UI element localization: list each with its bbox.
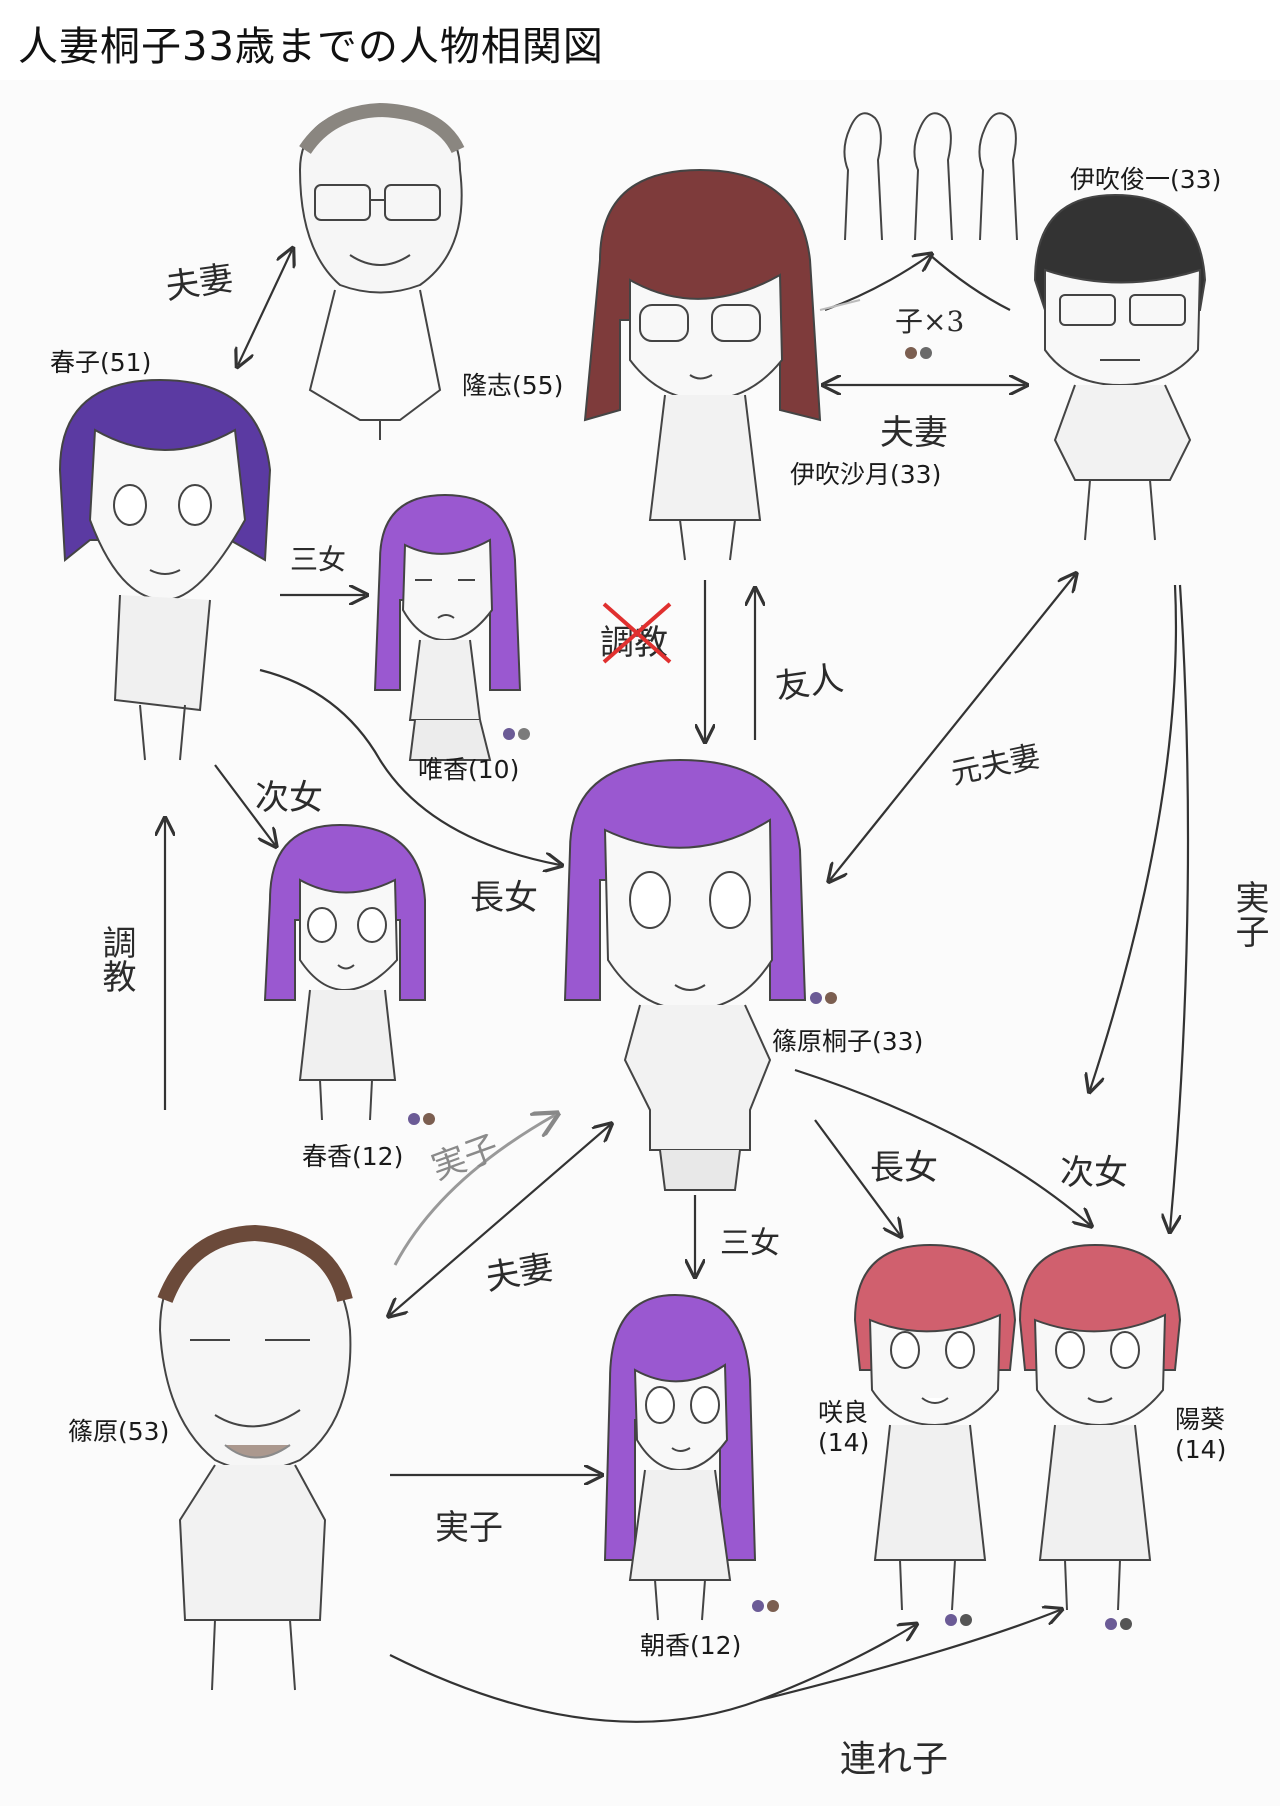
character-yuika [373,493,522,761]
rel-haruka-haruko: 調教 [96,925,136,993]
color-dots-asaka [752,1600,779,1612]
label-haruko: 春子(51) [50,348,152,377]
character-shinohara [157,1224,353,1691]
rel-kiriko-satsuki: 友人 [773,658,846,708]
arrow-shinohara-sakura [389,1625,915,1723]
arrow-shunichi-sakura [1090,584,1178,1090]
character-asaka [603,1293,757,1621]
label-haruka: 春香(12) [302,1142,404,1171]
arrow-shunichi-hinata [1170,584,1190,1230]
character-sakura [853,1243,1017,1611]
page-title: 人妻桐子33歳までの人物相関図 [18,24,604,70]
character-shunichi [1033,193,1207,541]
label-sakura: 咲良 (14) [818,1398,870,1457]
relation-arrows [165,250,1190,1723]
color-dots-hinata [1105,1618,1132,1630]
rel-kiriko-asaka: 三女 [720,1226,780,1261]
color-dots-satsuki [905,347,932,359]
faint-line [819,299,861,311]
arrow-haruko-haruka [214,764,275,845]
arrow-shinohara-hinata [759,1610,1060,1702]
rel-kiriko-sakura: 長女 [870,1148,938,1188]
label-hinata: 陽葵 (14) [1175,1405,1227,1464]
color-dots-kiriko [810,992,837,1004]
label-shunichi: 伊吹俊一(33) [1070,165,1222,194]
strike-mark [602,602,672,664]
rel-haruko-takashi: 夫妻 [163,258,236,308]
arrow-kiriko-hinata [794,1068,1090,1225]
rel-haruko-kiriko: 長女 [470,878,538,918]
rel-satsuki-shunichi: 夫妻 [880,413,948,453]
arrow-shinohara-kiriko [390,1125,610,1315]
silhouettes-children [843,112,1018,241]
label-asaka: 朝香(12) [640,1631,742,1660]
rel-satsuki-children: 子×3 [895,305,965,338]
character-haruko [58,378,272,761]
color-dots-sakura [945,1614,972,1626]
rel-shunichi-twins: 実子 [1229,880,1269,948]
label-shinohara: 篠原(53) [68,1417,170,1446]
label-takashi: 隆志(55) [462,371,564,400]
arrow-shinohara-kiriko-grey [393,1115,555,1266]
arrow-to-silhouettes-right [929,254,1011,311]
arrow-shunichi-kiriko [830,575,1075,880]
arrow-haruko-takashi [238,250,292,365]
arrow-kiriko-sakura [814,1119,900,1235]
rel-kiriko-hinata: 次女 [1060,1153,1128,1193]
label-kiriko: 篠原桐子(33) [772,1027,924,1056]
character-satsuki [583,168,822,561]
character-kiriko [563,758,807,1191]
color-dots-haruka [408,1113,435,1125]
rel-shinohara-asaka: 実子 [435,1508,503,1548]
rel-haruko-yuika: 三女 [290,543,347,576]
color-dots-yuika [503,728,530,740]
rel-shinohara-twins: 連れ子 [840,1739,949,1780]
character-haruka [263,823,426,1121]
label-yuika: 唯香(10) [418,755,520,784]
arrow-haruko-kiriko [259,668,560,865]
rel-haruko-haruka: 次女 [255,778,323,818]
label-satsuki: 伊吹沙月(33) [790,460,942,489]
character-hinata [1018,1243,1182,1611]
character-takashi [298,102,465,440]
